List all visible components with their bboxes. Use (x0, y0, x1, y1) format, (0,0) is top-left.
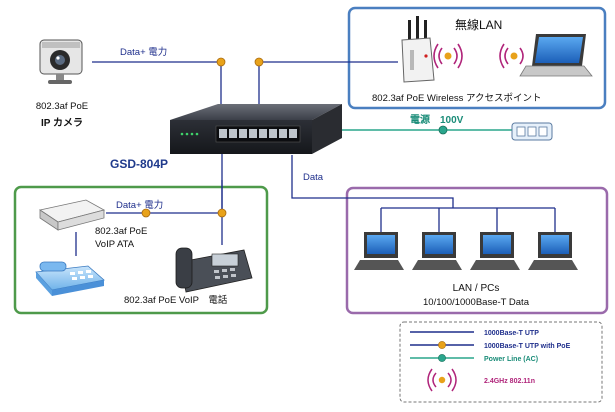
ata-name-label: VoIP ATA (95, 239, 135, 250)
lan-group-box (345, 186, 609, 315)
legend-wifi-icon (427, 368, 457, 392)
data-link-label: Data (303, 172, 324, 183)
pc-icon (354, 232, 404, 270)
voip-phone-icon (175, 247, 253, 293)
legend: 1000Base-T UTP 1000Base-T UTP with PoE P… (399, 321, 603, 403)
poe-marker-phone (217, 208, 227, 218)
ata-link-label: Data+ 電力 (116, 199, 163, 211)
legend-label-power: Power Line (AC) (484, 356, 538, 363)
lan-title: LAN / PCs (453, 283, 500, 294)
pc-icon (412, 232, 462, 270)
poe-markers (141, 57, 448, 218)
camera-name-label: IP カメラ (41, 117, 83, 129)
pc-icon (470, 232, 520, 270)
legend-label-poe: 1000Base-T UTP with PoE (484, 343, 571, 350)
legend-box (399, 321, 603, 403)
legend-label-utp: 1000Base-T UTP (484, 330, 539, 337)
poe-marker-ata (141, 208, 151, 218)
power-label: 電源 100V (410, 113, 464, 126)
camera-link-label: Data+ 電力 (120, 46, 167, 58)
ap-wifi-waves-icon (433, 43, 463, 69)
voip-ata-icon (38, 199, 106, 231)
poe-marker-ap (254, 57, 264, 67)
poe-marker-camera (216, 57, 226, 67)
power-marker (438, 125, 448, 135)
lan-link (291, 155, 454, 208)
ip-camera-icon (39, 39, 83, 84)
laptop-wifi-waves-icon (499, 43, 524, 69)
access-point-label: 802.3af PoE Wireless アクセスポイント (372, 93, 542, 104)
poe-switch-icon (170, 104, 342, 154)
laptop-icon (519, 34, 593, 77)
pc-icon (528, 232, 578, 270)
camera-link (92, 61, 222, 108)
camera-spec-label: 802.3af PoE (36, 101, 88, 112)
ata-spec-label: 802.3af PoE (95, 226, 147, 237)
voip-phone-label: 802.3af PoE VoIP 電話 (124, 294, 228, 306)
analog-phone-icon (35, 261, 105, 296)
access-point-icon (401, 16, 435, 83)
wireless-lan-title: 無線LAN (455, 17, 502, 32)
voip-group-box (13, 185, 269, 315)
switch-model-label: GSD-804P (110, 157, 168, 171)
wireless-group-box (347, 6, 607, 110)
lan-subtitle: 10/100/1000Base-T Data (423, 297, 530, 308)
power-outlet-icon (511, 122, 553, 141)
legend-label-wifi: 2.4GHz 802.11n (484, 378, 535, 385)
